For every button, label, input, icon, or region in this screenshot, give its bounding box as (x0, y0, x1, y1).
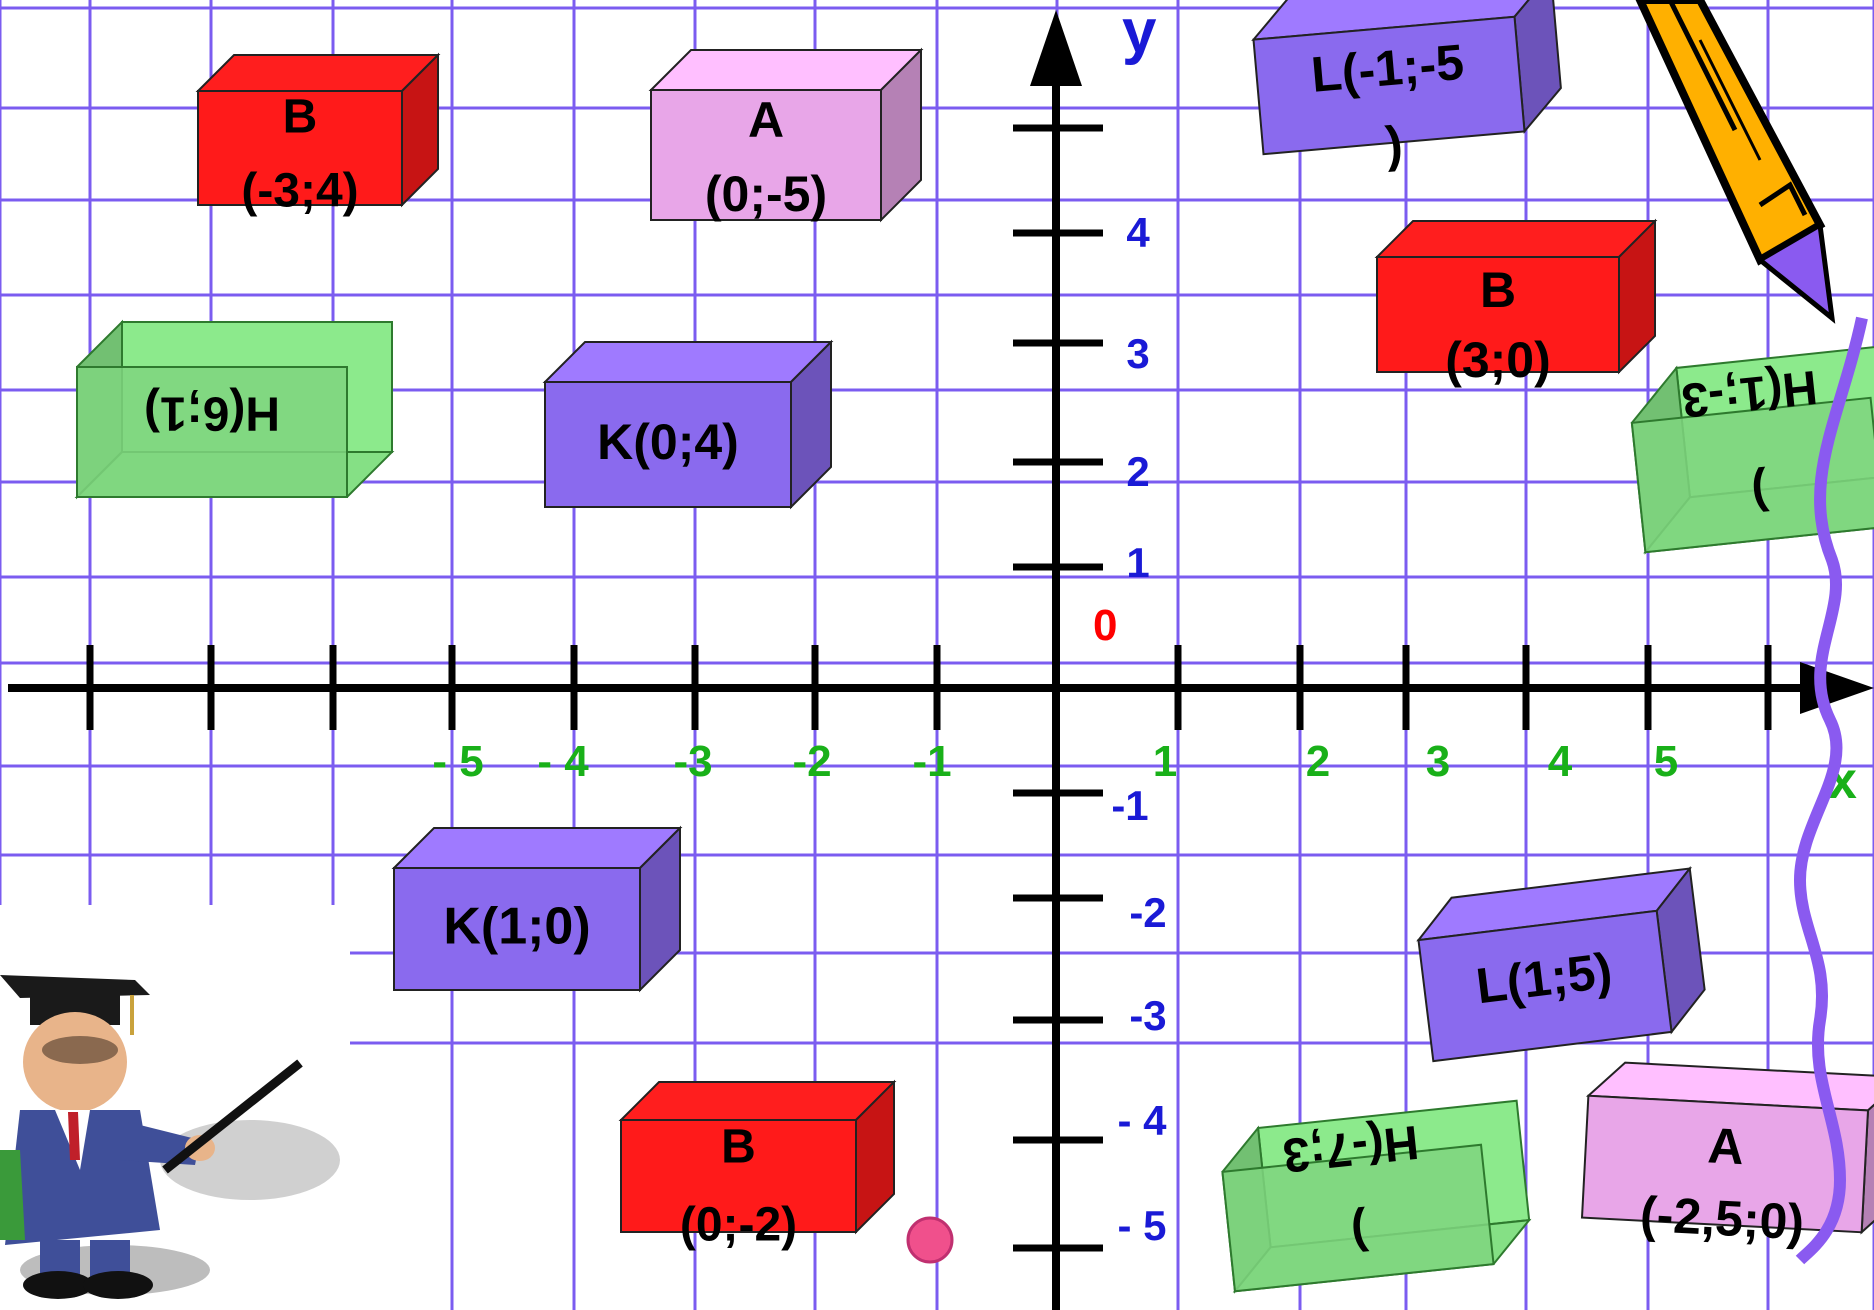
x-tick-label: 3 (1426, 737, 1450, 786)
block-front-face (76, 366, 348, 498)
block-label: B (721, 1121, 756, 1174)
block-label: ) (1749, 466, 1770, 520)
x-tick-label: - 5 (432, 737, 483, 786)
x-tick-label: 4 (1548, 737, 1573, 786)
x-tick-label: -3 (673, 737, 712, 786)
block-top-face (618, 1081, 897, 1121)
y-tick-label: -3 (1129, 992, 1166, 1039)
label-block: A (-2,5;0) (1580, 1061, 1874, 1251)
label-block: L(-1;-5) (1251, 0, 1562, 173)
professor-icon (0, 975, 340, 1299)
x-tick-label: 2 (1306, 737, 1330, 786)
block-front-face (544, 381, 792, 508)
y-tick-label: 4 (1126, 209, 1150, 256)
block-front-face (1221, 1143, 1495, 1293)
block-label: (0;-2) (680, 1199, 797, 1252)
block-label: ) (1383, 115, 1404, 172)
x-tick-label: -1 (912, 737, 951, 786)
block-front-face (620, 1119, 857, 1233)
y-tick-label: -2 (1129, 889, 1166, 936)
x-axis (8, 662, 1874, 714)
block-label: (-2,5;0) (1639, 1186, 1806, 1251)
label-block: H(6;1) (74, 319, 395, 500)
block-label: (3;0) (1445, 332, 1551, 388)
block-top-face (195, 54, 441, 92)
x-tick-label: 5 (1654, 737, 1678, 786)
y-tick-label: 3 (1126, 330, 1149, 377)
y-axis (1030, 10, 1082, 1310)
block-front-face (1252, 15, 1526, 156)
block-top-face (648, 49, 924, 91)
label-block: B (3;0) (1374, 218, 1658, 388)
block-top-face (542, 341, 834, 383)
block-label: B (283, 91, 318, 144)
block-front-face (197, 90, 403, 206)
block-front-face (650, 89, 882, 221)
block-front-face (393, 867, 641, 991)
y-axis-ticks: 4 3 2 1 -1 -2 -3 - 4 - 5 (1013, 124, 1167, 1252)
block-label: H(6;1) (144, 386, 280, 439)
block-front-face (1417, 909, 1673, 1063)
label-block: H(1;-3) (1630, 341, 1874, 555)
y-tick-label: 1 (1126, 539, 1149, 586)
block-label: (-3;4) (241, 165, 358, 218)
x-tick-label: 1 (1153, 737, 1177, 786)
plotted-point (906, 1216, 954, 1264)
block-label: A (1706, 1117, 1745, 1175)
y-axis-arrow-icon (1030, 10, 1082, 86)
block-label: A (748, 92, 784, 148)
x-tick-label: -2 (792, 737, 831, 786)
label-block: L(1;5) (1416, 865, 1706, 1063)
y-tick-label: - 5 (1117, 1202, 1166, 1249)
pencil-icon (1635, 0, 1868, 1265)
block-front-face (1580, 1094, 1870, 1234)
block-label: ) (1349, 1206, 1370, 1260)
x-axis-ticks: - 5 - 4 -3 -2 -1 1 2 3 4 5 (86, 645, 1772, 786)
y-tick-label: - 4 (1117, 1097, 1167, 1144)
block-label: L(-1;-5 (1309, 34, 1466, 103)
label-block: K(1;0) (391, 825, 683, 993)
y-tick-label: -1 (1111, 782, 1148, 829)
block-label: (0;-5) (705, 166, 827, 222)
block-front-face (1376, 256, 1620, 373)
label-block: B (-3;4) (195, 52, 441, 218)
label-block: H(-7;3) (1221, 1099, 1532, 1294)
block-label: B (1480, 262, 1516, 318)
origin-label: 0 (1093, 601, 1117, 650)
label-blocks: B (-3;4) A (0;-5) L(-1;-5) H(6;1) K(0;4) B (3;0)… (74, 0, 1874, 1294)
x-tick-label: - 4 (537, 737, 589, 786)
y-axis-label: y (1122, 0, 1157, 66)
block-label: K(1;0) (443, 898, 590, 956)
block-label: K(0;4) (597, 414, 739, 470)
label-block: A (0;-5) (648, 47, 924, 223)
block-top-face (391, 827, 683, 869)
block-top-face (1374, 220, 1658, 258)
x-axis-arrow-icon (1800, 662, 1874, 714)
label-block: K(0;4) (542, 339, 834, 510)
label-block: B (0;-2) (618, 1079, 897, 1252)
y-tick-label: 2 (1126, 448, 1149, 495)
